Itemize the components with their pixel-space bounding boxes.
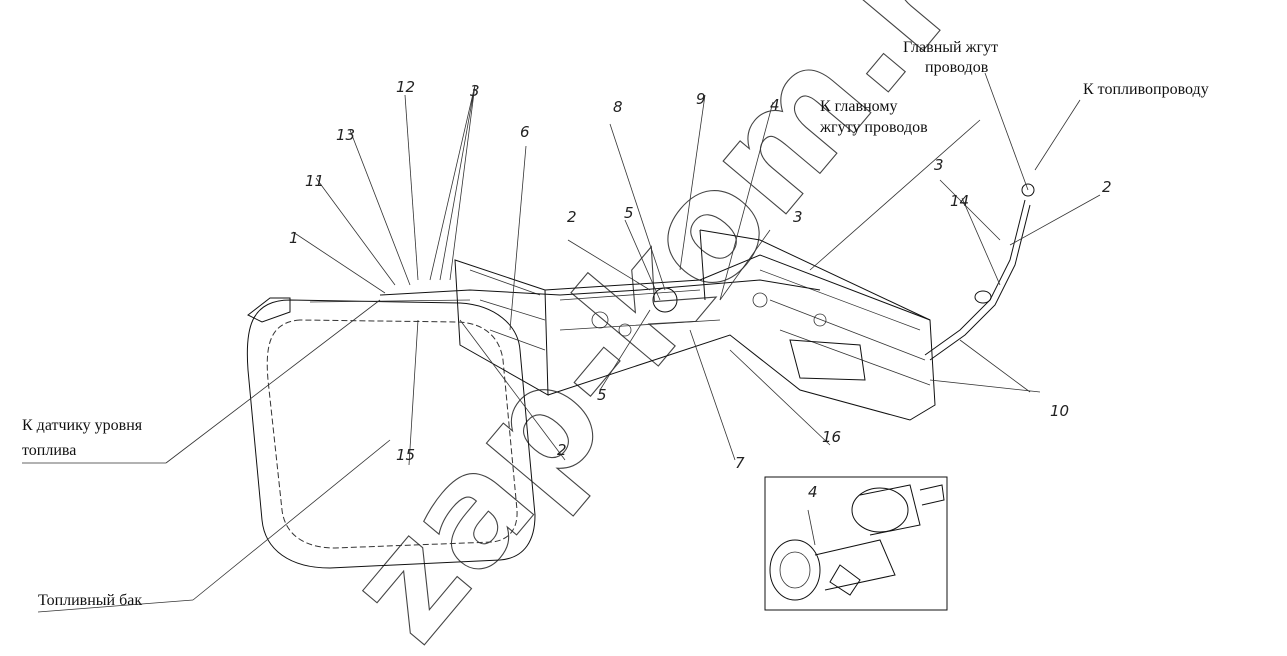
label-fuel-tank: Топливный бак: [38, 592, 142, 609]
label-underlines: [22, 462, 194, 613]
label-main-harness-line2: проводов: [925, 59, 989, 76]
callouts: 12 3 13 11 1 6 8 9 4 2 5 3 3 2 14 5 2 7 …: [289, 78, 1112, 501]
callout-12: 12: [396, 78, 415, 96]
callout-15: 15: [396, 446, 415, 464]
callout-7: 7: [735, 454, 745, 472]
callout-6: 6: [520, 123, 530, 141]
callout-16: 16: [822, 428, 841, 446]
leader-lines: [165, 72, 1101, 601]
label-to-main-harness-line2: жгуту проводов: [819, 119, 928, 136]
callout-5-top: 5: [624, 204, 634, 222]
callout-8: 8: [613, 98, 623, 116]
callout-10: 10: [1050, 402, 1069, 420]
text-labels: Главный жгут проводов К топливопроводу К…: [22, 39, 1209, 609]
callout-1: 1: [289, 229, 299, 247]
label-main-harness-line1: Главный жгут: [903, 39, 998, 56]
callout-5-bottom: 5: [597, 386, 607, 404]
callout-9: 9: [696, 90, 706, 108]
callout-3-top: 3: [470, 82, 480, 100]
fuel-tank-drawing: [246, 297, 536, 569]
callout-2-right: 2: [1102, 178, 1112, 196]
callout-13: 13: [336, 126, 355, 144]
fuel-line-drawing: [379, 183, 1035, 361]
callout-2-left: 2: [567, 208, 577, 226]
callout-2-bottom: 2: [557, 441, 567, 459]
callout-4-inset: 4: [808, 483, 818, 501]
label-to-fuel-line: К топливопроводу: [1083, 81, 1209, 98]
callout-14: 14: [950, 192, 969, 210]
frame-drawing: [454, 229, 936, 421]
label-fuel-level-sensor-line1: К датчику уровня: [22, 417, 143, 434]
callout-4: 4: [770, 96, 780, 114]
fuel-pump-inset: [764, 476, 948, 611]
callout-3-right: 3: [934, 156, 944, 174]
callout-11: 11: [305, 172, 324, 190]
label-to-main-harness-line1: К главному: [820, 98, 897, 115]
callout-3-mid: 3: [793, 208, 803, 226]
label-fuel-level-sensor-line2: топлива: [22, 442, 76, 459]
